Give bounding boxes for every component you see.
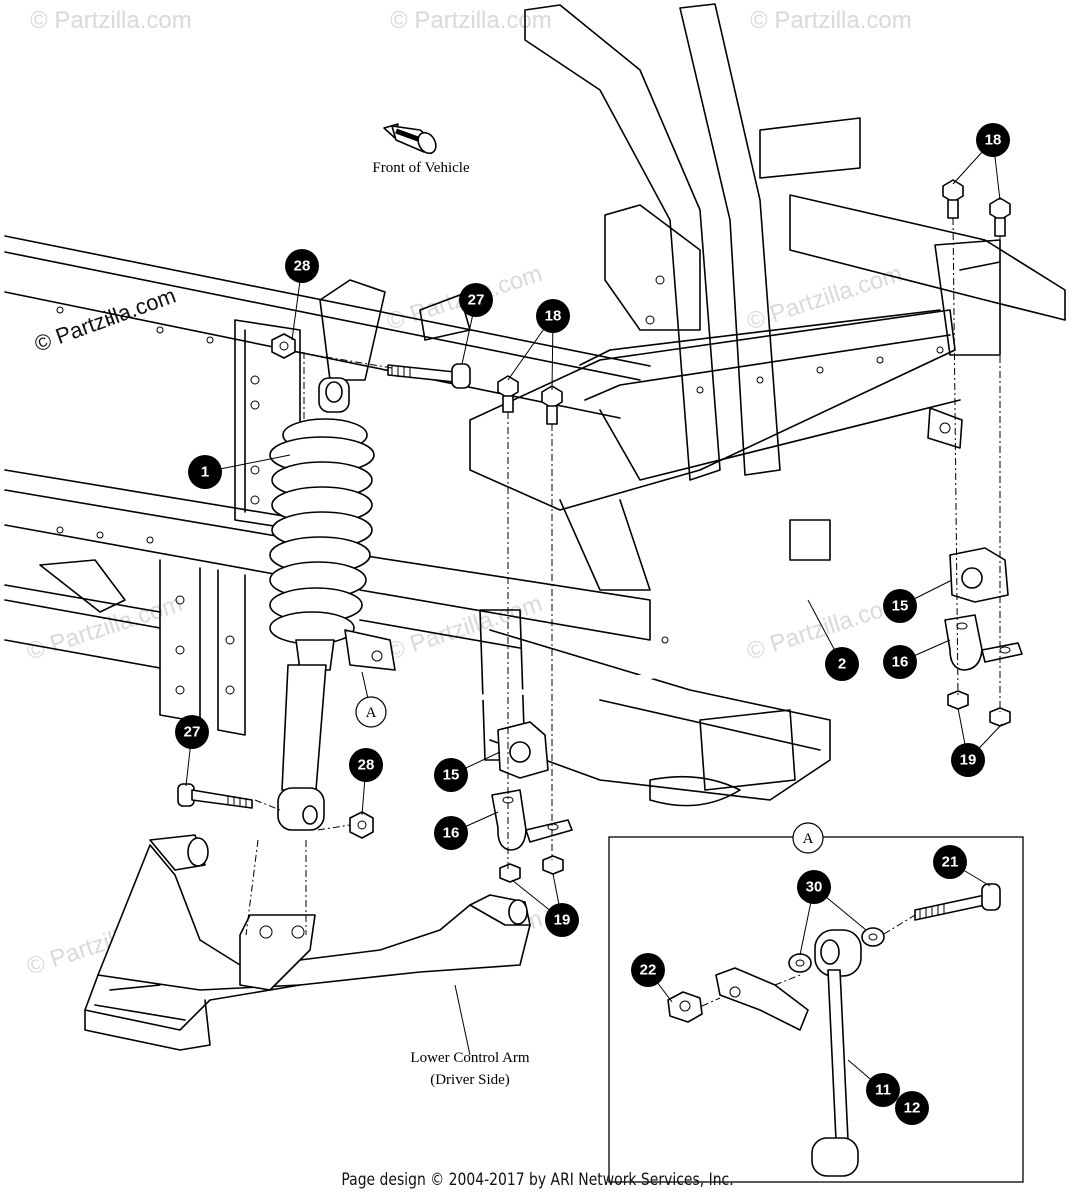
nut-19-right-a bbox=[947, 690, 969, 710]
partzilla-watermark: © Partzilla.com bbox=[31, 283, 179, 357]
watermark: © Partzilla.com bbox=[24, 590, 186, 666]
shock-absorber bbox=[269, 377, 375, 831]
svg-text:30: 30 bbox=[806, 879, 823, 896]
stabilizer-bar bbox=[344, 407, 1024, 703]
lower-control-arm-label: Lower Control Arm bbox=[410, 1050, 529, 1066]
callout-27-lower[interactable]: 27 bbox=[175, 715, 209, 749]
svg-text:28: 28 bbox=[294, 258, 311, 275]
callout-27-upper[interactable]: 27 bbox=[459, 283, 493, 317]
bolt-18-upper-right bbox=[989, 197, 1011, 237]
svg-text:2: 2 bbox=[838, 656, 846, 673]
front-of-vehicle-label: Front of Vehicle bbox=[372, 160, 470, 176]
bracket-16-right bbox=[944, 614, 1023, 671]
callout-18-middle[interactable]: 18 bbox=[536, 299, 570, 333]
svg-text:27: 27 bbox=[468, 292, 485, 309]
nut-19-left-b bbox=[542, 855, 564, 875]
svg-text:12: 12 bbox=[904, 1100, 921, 1117]
alignment-lines bbox=[245, 217, 1001, 936]
svg-text:19: 19 bbox=[554, 912, 571, 929]
svg-text:16: 16 bbox=[892, 654, 909, 671]
callout-11[interactable]: 11 bbox=[866, 1073, 900, 1107]
bolt-27-lower bbox=[177, 783, 253, 809]
watermarks: © Partzilla.com © Partzilla.com © Partzi… bbox=[24, 7, 916, 981]
svg-text:19: 19 bbox=[960, 752, 977, 769]
watermark: © Partzilla.com bbox=[750, 7, 912, 34]
callout-16-right[interactable]: 16 bbox=[883, 645, 917, 679]
callout-15-right[interactable]: 15 bbox=[883, 589, 917, 623]
callout-21[interactable]: 21 bbox=[933, 845, 967, 879]
bushing-15-right bbox=[949, 547, 1009, 603]
front-arrow-icon bbox=[383, 123, 437, 155]
lower-control-arm-side-label: (Driver Side) bbox=[430, 1072, 510, 1088]
watermark: © Partzilla.com bbox=[30, 7, 192, 34]
svg-text:22: 22 bbox=[640, 962, 657, 979]
vehicle-frame bbox=[4, 3, 1066, 807]
callout-22[interactable]: 22 bbox=[631, 953, 665, 987]
callout-1[interactable]: 1 bbox=[188, 455, 222, 489]
svg-text:21: 21 bbox=[942, 854, 959, 871]
callout-19-right[interactable]: 19 bbox=[951, 743, 985, 777]
svg-text:A: A bbox=[803, 831, 814, 847]
callout-12[interactable]: 12 bbox=[895, 1091, 929, 1125]
callout-2[interactable]: 2 bbox=[825, 647, 859, 681]
callouts: 1 2 11 12 15 15 16 16 18 18 19 19 21 22 … bbox=[175, 123, 1010, 1125]
svg-text:15: 15 bbox=[443, 767, 460, 784]
nut-28-lower bbox=[349, 811, 374, 839]
svg-text:11: 11 bbox=[875, 1082, 891, 1099]
callout-19-left[interactable]: 19 bbox=[545, 903, 579, 937]
svg-text:1: 1 bbox=[201, 464, 209, 481]
svg-text:28: 28 bbox=[358, 757, 375, 774]
svg-text:18: 18 bbox=[985, 132, 1002, 149]
lower-control-arm bbox=[84, 834, 531, 1051]
detail-a-marker: A bbox=[355, 696, 387, 728]
callout-15-left[interactable]: 15 bbox=[434, 758, 468, 792]
bolt-27-upper bbox=[387, 363, 471, 389]
bushing-15-left bbox=[497, 721, 549, 779]
callout-18-upper[interactable]: 18 bbox=[976, 123, 1010, 157]
footer-copyright: Page design © 2004-2017 by ARI Network S… bbox=[341, 1170, 734, 1190]
nut-28-upper bbox=[271, 333, 296, 359]
nut-19-left-a bbox=[499, 863, 521, 883]
callout-28-upper[interactable]: 28 bbox=[285, 249, 319, 283]
bolt-18-frame-left bbox=[497, 375, 519, 413]
svg-text:A: A bbox=[366, 705, 377, 721]
svg-text:27: 27 bbox=[184, 724, 201, 741]
callout-30[interactable]: 30 bbox=[797, 870, 831, 904]
svg-text:16: 16 bbox=[443, 825, 460, 842]
bracket-16-left bbox=[491, 789, 573, 851]
callout-28-lower[interactable]: 28 bbox=[349, 748, 383, 782]
svg-text:18: 18 bbox=[545, 308, 562, 325]
nut-19-right-b bbox=[989, 707, 1011, 727]
bolt-18-upper-left bbox=[942, 179, 964, 219]
svg-text:15: 15 bbox=[892, 598, 909, 615]
watermark: © Partzilla.com bbox=[390, 7, 552, 34]
callout-16-left[interactable]: 16 bbox=[434, 816, 468, 850]
